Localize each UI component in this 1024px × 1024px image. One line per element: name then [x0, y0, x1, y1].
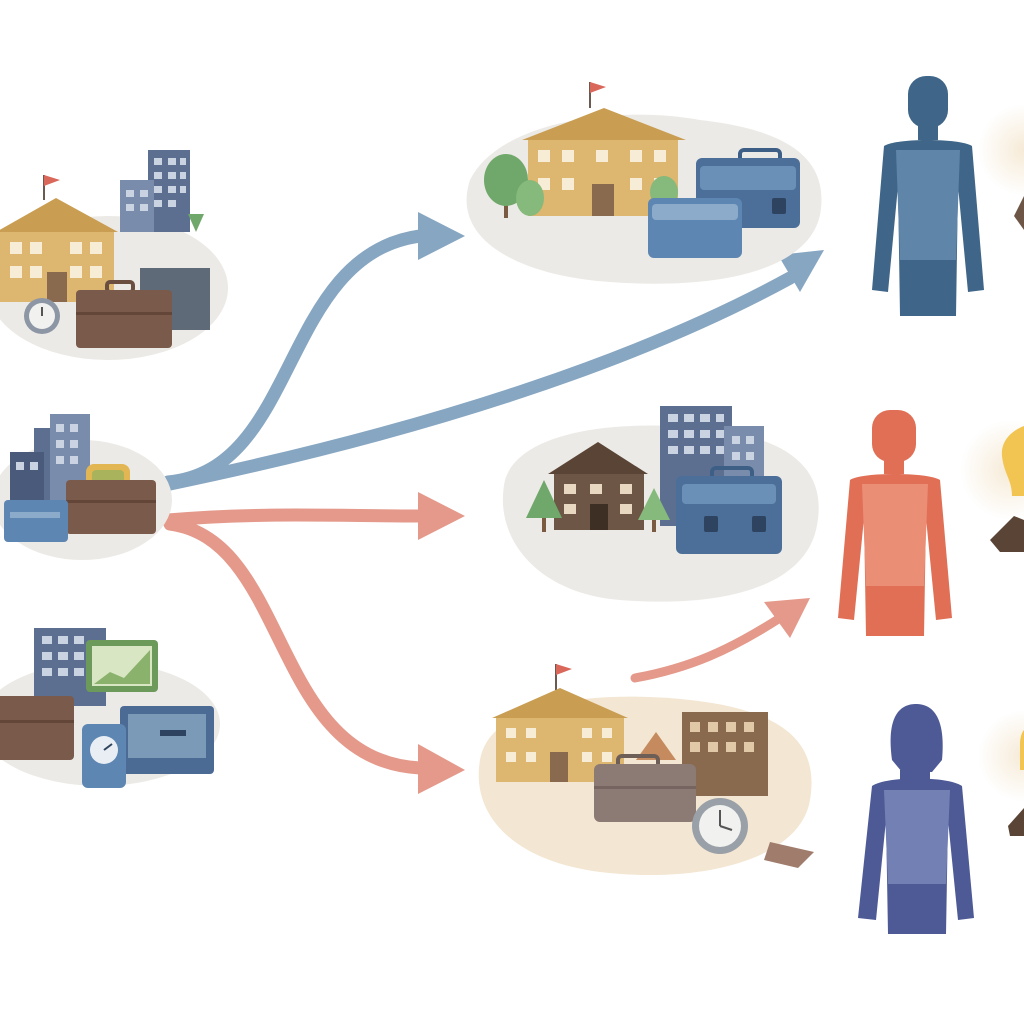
paper-icon — [764, 842, 814, 868]
destination-cluster-bottom — [478, 664, 814, 875]
briefcase-icon — [66, 480, 156, 534]
briefcase-icon — [0, 696, 74, 760]
office-tower-icon — [120, 150, 204, 232]
briefcase-icon — [76, 268, 210, 348]
person-salmon — [838, 410, 952, 636]
lightbulb-icon — [978, 104, 1024, 230]
lightbulb-icon — [960, 420, 1024, 552]
tree-icon — [526, 480, 670, 532]
person-blue — [872, 76, 984, 316]
stopwatch-icon — [24, 298, 60, 334]
office-building-icon — [636, 712, 768, 796]
house-icon — [548, 442, 648, 530]
person-indigo — [858, 704, 974, 934]
arrow-to-destination-top — [161, 212, 465, 489]
school-building-icon — [0, 175, 118, 302]
destination-cluster-top — [466, 82, 822, 284]
school-building-icon — [492, 664, 628, 782]
flow-arrows — [161, 212, 824, 794]
arrow-to-person-blue — [163, 250, 824, 491]
source-cluster-bottom — [0, 628, 220, 788]
monitor-chart-icon — [86, 640, 158, 692]
briefcase-blue-icon — [676, 466, 782, 554]
destination-cluster-middle — [502, 406, 819, 602]
office-tower-icon — [10, 414, 90, 508]
stopwatch-icon — [692, 798, 748, 854]
monitor-icon — [120, 706, 214, 774]
suitcase-icon — [4, 500, 68, 542]
arrow-to-person-salmon — [630, 598, 810, 683]
arrow-to-destination-bottom — [163, 517, 465, 794]
arrow-to-destination-middle — [161, 492, 465, 540]
source-cluster-top — [0, 150, 228, 360]
source-cluster-middle — [0, 414, 172, 560]
gauge-icon — [82, 724, 126, 788]
briefcase-grey-icon — [594, 754, 696, 822]
lightbulb-icon — [978, 710, 1024, 836]
briefcase-blue-icon — [648, 148, 800, 258]
